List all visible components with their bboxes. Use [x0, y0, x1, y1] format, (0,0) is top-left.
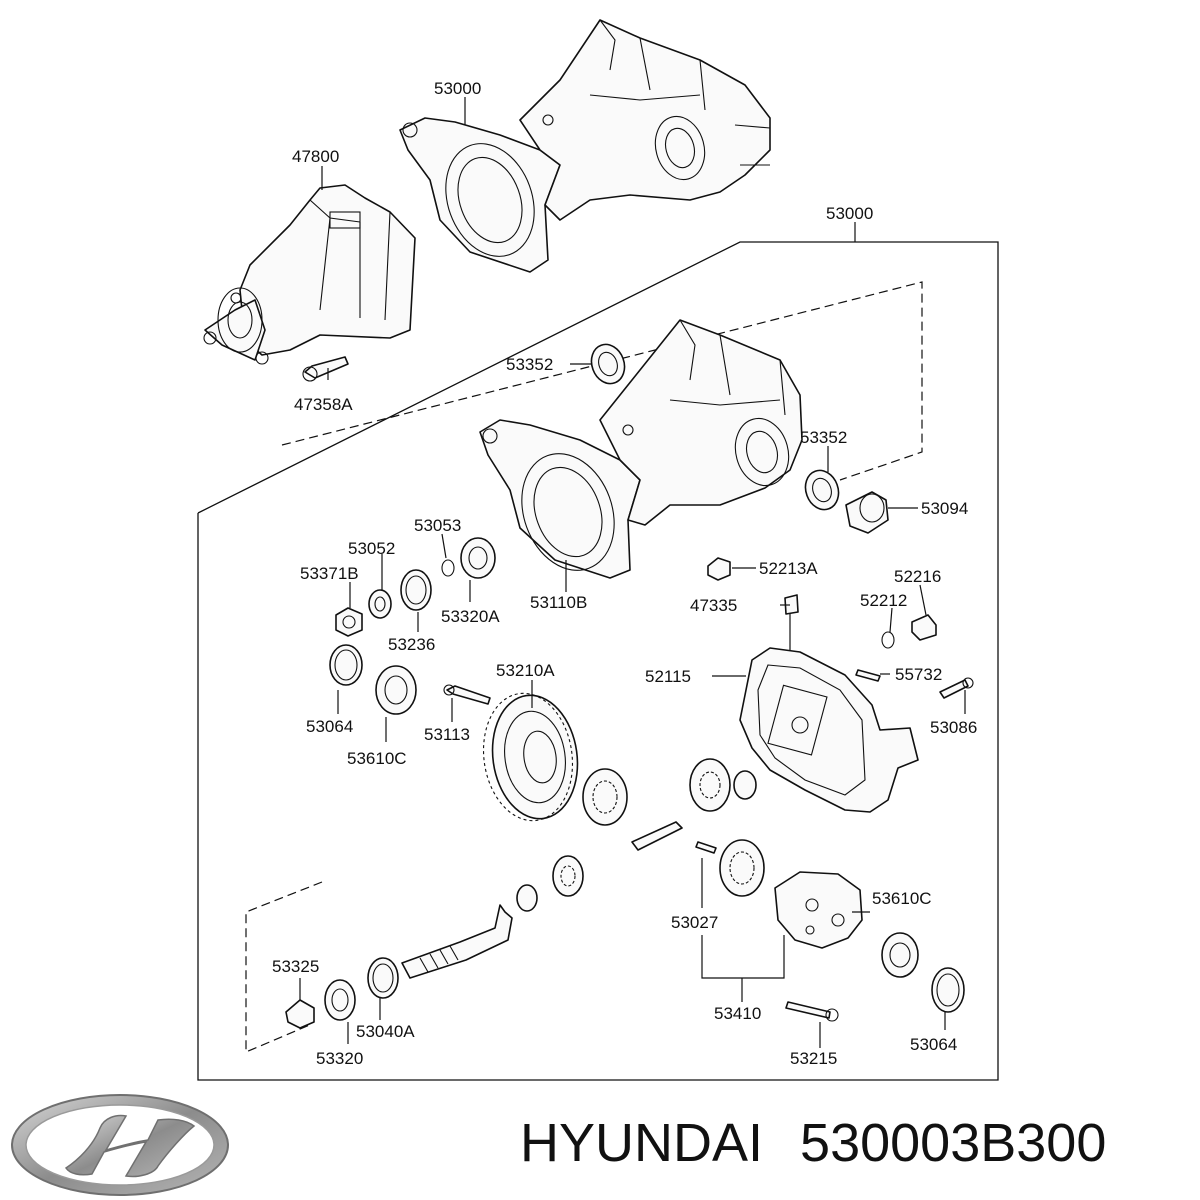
part-labels: 53000 47800 47358A 53000 53352 53352 530… [272, 79, 977, 1068]
dowel-pin-55732 [855, 669, 881, 682]
bolt-53113 [443, 684, 491, 705]
label-47800: 47800 [292, 147, 339, 166]
label-53064-right: 53064 [910, 1035, 957, 1054]
label-53320A: 53320A [441, 607, 500, 626]
label-52212: 52212 [860, 591, 907, 610]
part-caption: HYUNDAI 530003B300 [520, 1108, 1190, 1178]
pinion-subframe [245, 881, 323, 1053]
label-53086: 53086 [930, 718, 977, 737]
oil-seal-53040A [367, 957, 399, 999]
brand-name: HYUNDAI [520, 1113, 764, 1173]
pinion-gear-lower [552, 855, 584, 897]
side-gear-right [719, 839, 765, 897]
hyundai-logo [11, 1094, 229, 1196]
label-53210A: 53210A [496, 661, 555, 680]
gasket-52212 [881, 631, 895, 649]
lock-nut-53371B [335, 607, 363, 637]
rear-cover-52115 [739, 647, 919, 813]
label-53110B: 53110B [530, 593, 587, 612]
label-55732: 55732 [895, 665, 942, 684]
label-53325: 53325 [272, 957, 319, 976]
carrier-housing [479, 319, 803, 579]
label-53215: 53215 [790, 1049, 837, 1068]
leader-lines [299, 97, 966, 1048]
label-53352-right: 53352 [800, 428, 847, 447]
thrust-washer-left [516, 884, 538, 912]
bearing-53610C-left [375, 665, 417, 715]
label-53027: 53027 [671, 913, 718, 932]
label-52216: 52216 [894, 567, 941, 586]
spacer-53325 [285, 999, 315, 1029]
label-53053: 53053 [414, 516, 461, 535]
bolt-47358A [302, 356, 349, 382]
spacer-53236 [400, 569, 432, 611]
label-53610C-left: 53610C [347, 749, 407, 768]
label-53352-upper: 53352 [506, 355, 553, 374]
part-number: 530003B300 [800, 1113, 1107, 1173]
ring-gear-53210A [482, 692, 579, 822]
label-53113: 53113 [424, 725, 470, 744]
bolt-53215 [785, 1001, 839, 1022]
label-53410: 53410 [714, 1004, 761, 1023]
oil-seal-53352-right [804, 469, 840, 511]
label-53371B: 53371B [300, 564, 359, 583]
bolt-53086 [939, 677, 974, 699]
label-52213A: 52213A [759, 559, 818, 578]
label-47358A: 47358A [294, 395, 353, 414]
pinion-gear-upper [689, 758, 731, 812]
label-53040A: 53040A [356, 1022, 415, 1041]
label-53094: 53094 [921, 499, 968, 518]
drive-pinion [401, 904, 513, 979]
label-47335: 47335 [690, 596, 737, 615]
washer-53052 [368, 589, 392, 619]
differential-case-53410 [774, 871, 863, 949]
bearing-53320 [324, 979, 356, 1021]
transfer-case-adapter [203, 184, 416, 365]
label-53236: 53236 [388, 635, 435, 654]
drain-plug-52213A [707, 557, 731, 581]
bearing-53610C-right [881, 932, 919, 978]
label-53610C-right: 53610C [872, 889, 932, 908]
dust-cover-53094 [845, 491, 889, 534]
oil-seal-53064-left [329, 644, 363, 686]
assembly-frame [197, 222, 999, 1081]
carrier-housing-top [399, 19, 771, 273]
pin-53027 [695, 841, 717, 854]
filler-plug-52216 [911, 614, 937, 641]
side-gear-left [582, 768, 628, 826]
label-53064-left: 53064 [306, 717, 353, 736]
pinion-shaft [631, 821, 683, 851]
oil-seal-53064-right [931, 967, 965, 1013]
breather-47335 [784, 594, 799, 615]
label-53052: 53052 [348, 539, 395, 558]
label-53000-assembly: 53000 [826, 204, 873, 223]
bearing-53320A [460, 537, 496, 579]
thrust-washer-right [733, 770, 757, 800]
label-53320: 53320 [316, 1049, 363, 1068]
oil-seal-53352-upper [590, 343, 626, 385]
snap-ring-53053 [441, 559, 455, 577]
label-53000-top: 53000 [434, 79, 481, 98]
label-52115: 52115 [645, 667, 691, 686]
